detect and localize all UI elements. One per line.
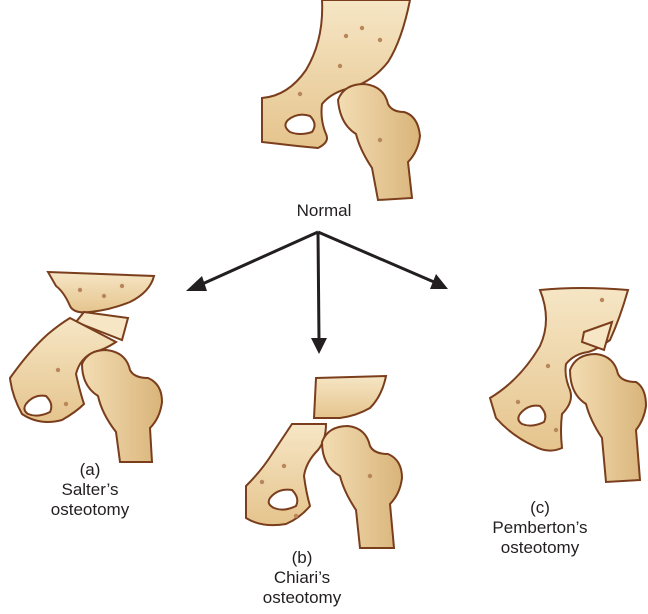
pemberton-dot: [516, 400, 520, 404]
salter-hip: [10, 272, 162, 462]
chiari-upper-pelvis: [314, 376, 386, 418]
label-chiari-line1: Chiari’s: [232, 568, 372, 588]
normal-dot: [378, 138, 382, 142]
chiari-dot: [282, 464, 286, 468]
chiari-dot: [368, 474, 372, 478]
salter-dot: [102, 294, 106, 298]
arrow-to-salter: [200, 232, 318, 285]
salter-femur: [82, 350, 162, 462]
arrow-to-chiari: [318, 232, 319, 340]
normal-dot: [360, 26, 364, 30]
normal-hip: [262, 0, 420, 200]
pemberton-hip: [490, 288, 646, 482]
normal-femur: [338, 84, 420, 200]
label-salter-line1: Salter’s: [20, 480, 160, 500]
salter-upper-pelvis: [48, 272, 154, 312]
normal-dot: [378, 38, 382, 42]
pemberton-femur: [570, 354, 646, 482]
label-salter-letter: (a): [20, 460, 160, 480]
arrow-to-salter-head: [186, 276, 207, 291]
label-normal-text: Normal: [254, 201, 394, 221]
pemberton-dot: [546, 364, 550, 368]
pemberton-dot: [600, 298, 604, 302]
chiari-dot: [260, 480, 264, 484]
normal-dot: [338, 64, 342, 68]
salter-dot: [56, 368, 60, 372]
normal-obturator-foramen: [285, 115, 314, 134]
label-salter: (a) Salter’s osteotomy: [20, 460, 160, 520]
normal-dot: [344, 34, 348, 38]
label-chiari: (b) Chiari’s osteotomy: [232, 548, 372, 608]
salter-dot: [78, 288, 82, 292]
label-normal: Normal: [254, 201, 394, 221]
pemberton-dot: [554, 428, 558, 432]
label-pemberton-line1: Pemberton’s: [460, 518, 620, 538]
arrows: [186, 232, 448, 354]
chiari-dot: [294, 514, 298, 518]
salter-dot: [120, 284, 124, 288]
chiari-hip: [246, 376, 402, 548]
label-chiari-line2: osteotomy: [232, 588, 372, 608]
chiari-femur: [322, 426, 402, 548]
arrow-to-pemberton: [318, 232, 434, 282]
label-pemberton-letter: (c): [460, 498, 620, 518]
salter-dot: [64, 402, 68, 406]
label-chiari-letter: (b): [232, 548, 372, 568]
normal-dot: [298, 92, 302, 96]
label-pemberton: (c) Pemberton’s osteotomy: [460, 498, 620, 558]
arrow-to-chiari-head: [311, 338, 327, 354]
label-salter-line2: osteotomy: [20, 500, 160, 520]
label-pemberton-line2: osteotomy: [460, 538, 620, 558]
